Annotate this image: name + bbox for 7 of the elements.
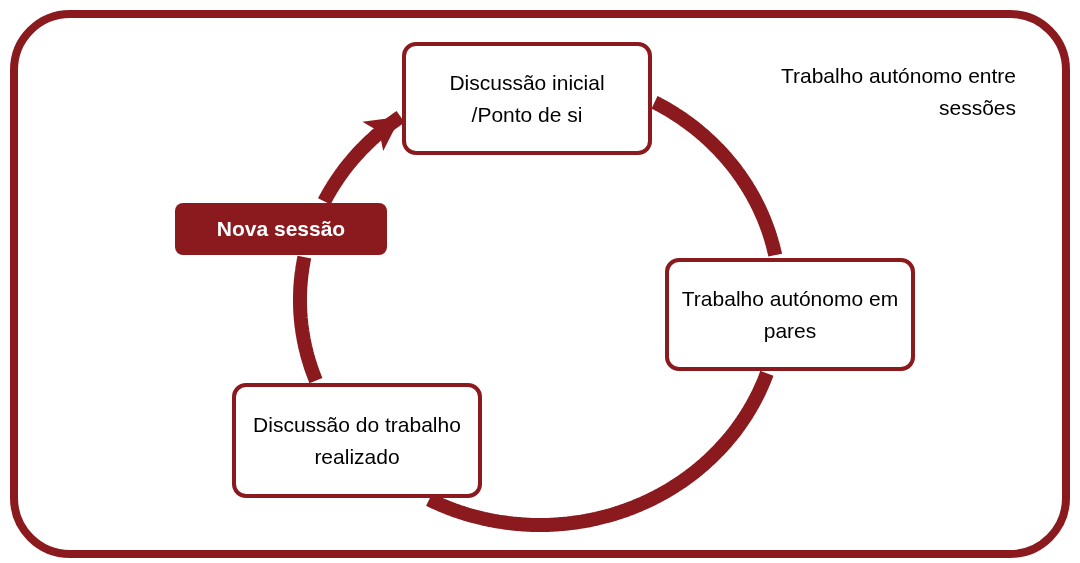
step-box: Trabalho autónomo em pares xyxy=(665,258,915,371)
step-box: Discussão inicial /Ponto de si xyxy=(402,42,652,155)
frame-title: Trabalho autónomo entre sessões xyxy=(779,63,1016,121)
step-box: Discussão do trabalho realizado xyxy=(232,383,482,498)
session-frame xyxy=(10,10,1070,558)
cycle-arc xyxy=(424,368,774,532)
session-label: Nova sessão xyxy=(175,203,387,255)
